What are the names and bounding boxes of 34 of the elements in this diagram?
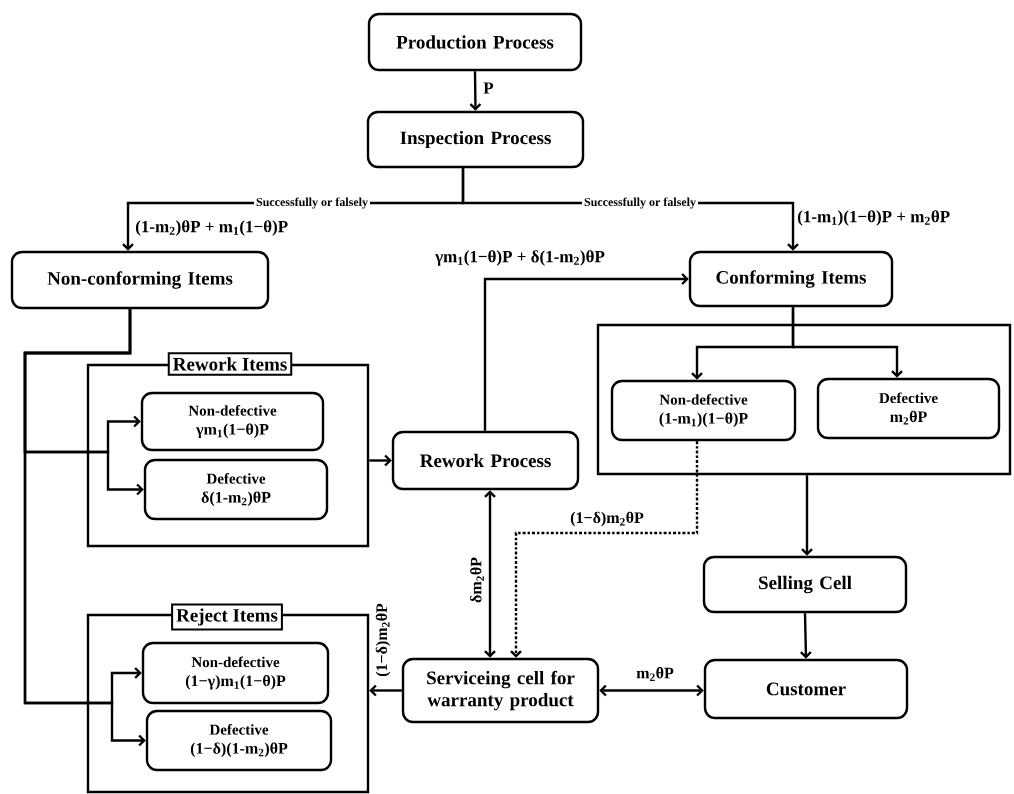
process-box: Non-defective γm$_{1}$(1−θ)P — [140, 391, 325, 452]
flow-label: (1-m$_{1}$)(1−θ)P + m$_{2}$θP — [797, 210, 950, 226]
edge-label: (1−δ)m$_{2}$θP — [373, 601, 393, 679]
arrow — [599, 684, 704, 697]
process-box: Customer — [703, 658, 909, 720]
edge-label: P — [481, 80, 496, 96]
arrow — [800, 613, 812, 659]
flow-label: (1-m$_{2}$)θP + m$_{1}$(1−θ)P — [135, 220, 288, 236]
edge-label: δm$_{2}$θP — [468, 555, 486, 605]
arrow — [801, 475, 813, 556]
arrow — [369, 684, 402, 697]
edge-label: m$_{2}$θP — [634, 665, 676, 683]
process-box: Non-conforming Items — [10, 250, 270, 310]
edge-label: γm$_{1}$(1−θ)P + δ(1-m$_{2}$)θP — [433, 248, 607, 268]
arrow — [483, 273, 689, 431]
process-box: Production Process — [367, 12, 583, 72]
edge-label: Successfully or falsely — [582, 195, 698, 211]
edge-label: Successfully or falsely — [254, 195, 370, 211]
arrow — [791, 307, 903, 378]
process-box: Inspection Process — [366, 110, 585, 169]
edge-label: (1−δ)m$_{2}$θP — [568, 509, 646, 529]
process-box: Rework Process — [391, 430, 580, 491]
arrow — [484, 490, 496, 658]
process-box: Selling Cell — [702, 555, 908, 614]
arrow — [510, 441, 699, 658]
arrow — [469, 71, 482, 111]
process-box: Defective (1−δ)(1-m$_{2}$)θP — [145, 709, 333, 772]
process-box: Defective m$_{2}$θP — [816, 377, 1001, 440]
process-box: Non-defective (1-m$_{1}$)(1−θ)P — [610, 379, 797, 442]
process-box: Conforming Items — [688, 250, 894, 308]
arrow — [369, 454, 392, 467]
process-box: Non-defective (1−γ)m$_{1}$(1−θ)P — [141, 641, 330, 705]
process-box: Serviceing cell for warranty product — [401, 657, 600, 724]
process-box: Defective δ(1-m$_{2}$)θP — [143, 458, 329, 521]
